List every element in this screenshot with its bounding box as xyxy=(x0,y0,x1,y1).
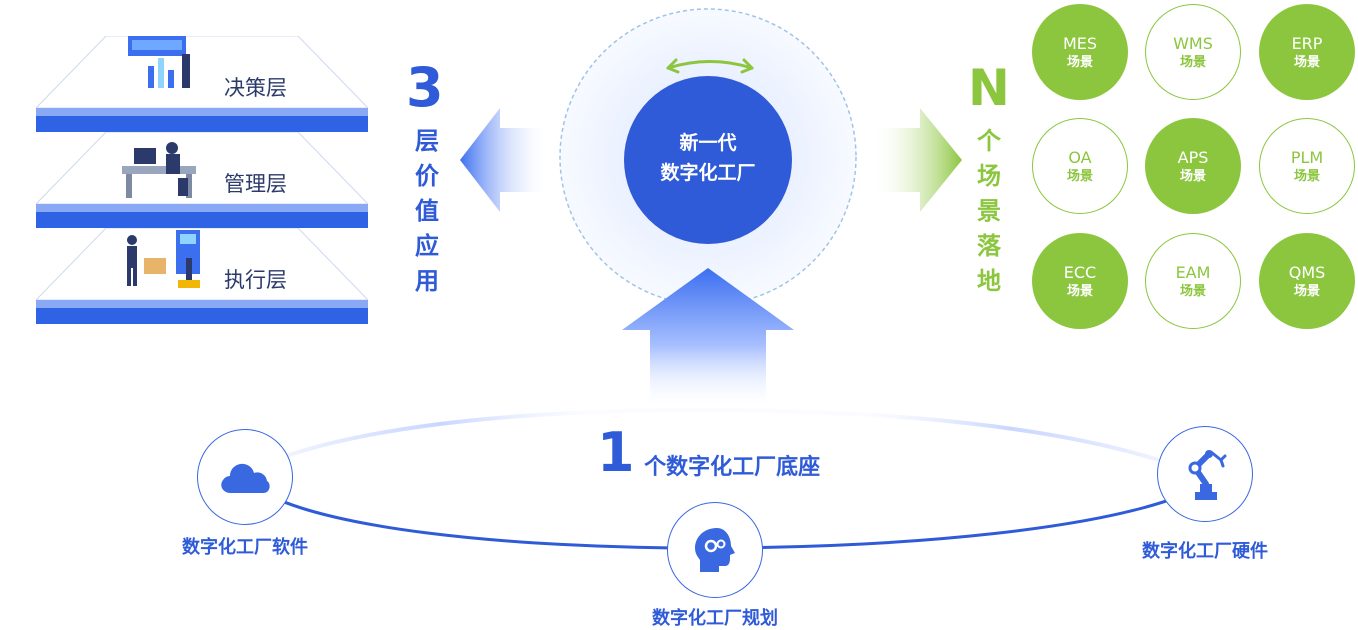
scenario-plm: PLM 场景 xyxy=(1259,118,1355,214)
scenario-name: APS xyxy=(1177,147,1209,167)
layer-execution: 执行层 xyxy=(34,227,370,324)
scenario-char: 落 xyxy=(977,232,1001,260)
factory-worker-illustration xyxy=(127,230,200,288)
scenario-sub: 场景 xyxy=(1179,168,1206,184)
scenario-sub: 场景 xyxy=(1179,54,1206,70)
center-title-line1: 新一代 xyxy=(679,132,737,154)
value-char: 层 xyxy=(415,127,439,155)
node-software xyxy=(197,429,293,525)
scenario-ecc: ECC 场景 xyxy=(1032,233,1128,329)
layer-label-execution: 执行层 xyxy=(224,268,287,292)
scenario-name: EAM xyxy=(1175,262,1211,282)
scenario-name: WMS xyxy=(1173,33,1213,53)
scenario-char: 个 xyxy=(977,127,1001,155)
base-title: 1 个数字化工厂底座 xyxy=(597,425,820,481)
base-text: 个数字化工厂底座 xyxy=(644,455,821,480)
scenario-sub: 场景 xyxy=(1293,283,1320,299)
node-hardware xyxy=(1157,426,1253,522)
layer-decision: 决策层 xyxy=(34,16,370,132)
node-label-planning: 数字化工厂规划 xyxy=(652,608,778,629)
center-title-line2: 数字化工厂 xyxy=(660,162,756,184)
scenario-sub: 场景 xyxy=(1293,168,1320,184)
scenario-erp: ERP 场景 xyxy=(1259,4,1355,100)
scenario-sub: 场景 xyxy=(1179,283,1206,299)
scenario-sub: 场景 xyxy=(1066,283,1093,299)
scenario-eam: EAM 场景 xyxy=(1145,233,1241,329)
scenario-name: PLM xyxy=(1290,147,1324,167)
value-number: 3 xyxy=(406,56,444,119)
value-char: 价 xyxy=(415,162,439,190)
value-char: 应 xyxy=(415,232,439,260)
scenario-char: 地 xyxy=(977,267,1001,295)
node-label-hardware: 数字化工厂硬件 xyxy=(1142,541,1268,562)
scenario-char: 场 xyxy=(977,162,1001,190)
scenario-sub: 场景 xyxy=(1066,54,1093,70)
scenario-name: QMS xyxy=(1288,262,1326,282)
base-number: 1 xyxy=(597,421,635,484)
head-gear-icon xyxy=(695,528,735,572)
scenario-aps: APS 场景 xyxy=(1145,118,1241,214)
layer-label-decision: 决策层 xyxy=(224,76,287,100)
scenario-oa: OA 场景 xyxy=(1032,118,1128,214)
scenario-sub: 场景 xyxy=(1066,168,1093,184)
value-char: 值 xyxy=(415,197,439,225)
office-desk-illustration xyxy=(122,142,196,198)
value-char: 用 xyxy=(415,267,439,295)
scenario-mes: MES 场景 xyxy=(1032,4,1128,100)
cloud-icon xyxy=(221,463,270,493)
node-planning xyxy=(667,502,763,598)
scenario-name: ECC xyxy=(1063,262,1097,282)
scenario-vertical-text: 个 场 景 落 地 xyxy=(974,124,1004,299)
scenario-qms: QMS 场景 xyxy=(1259,233,1355,329)
scenario-name: OA xyxy=(1068,147,1092,167)
layer-management: 管理层 xyxy=(34,131,370,228)
layer-label-management: 管理层 xyxy=(224,172,287,196)
scenario-name: ERP xyxy=(1291,33,1323,53)
robot-arm-icon xyxy=(1188,450,1227,500)
scenario-char: 景 xyxy=(977,197,1001,225)
scenario-letter: N xyxy=(968,59,1010,117)
node-label-software: 数字化工厂软件 xyxy=(182,537,308,558)
left-arrow xyxy=(460,108,550,212)
scenario-wms: WMS 场景 xyxy=(1145,4,1241,100)
scenario-sub: 场景 xyxy=(1293,54,1320,70)
right-arrow xyxy=(870,108,962,212)
double-arrow-icon xyxy=(666,58,754,74)
center-title: 新一代 数字化工厂 xyxy=(628,128,788,188)
scenario-name: MES xyxy=(1062,33,1098,53)
value-vertical-text: 层 价 值 应 用 xyxy=(412,124,442,299)
